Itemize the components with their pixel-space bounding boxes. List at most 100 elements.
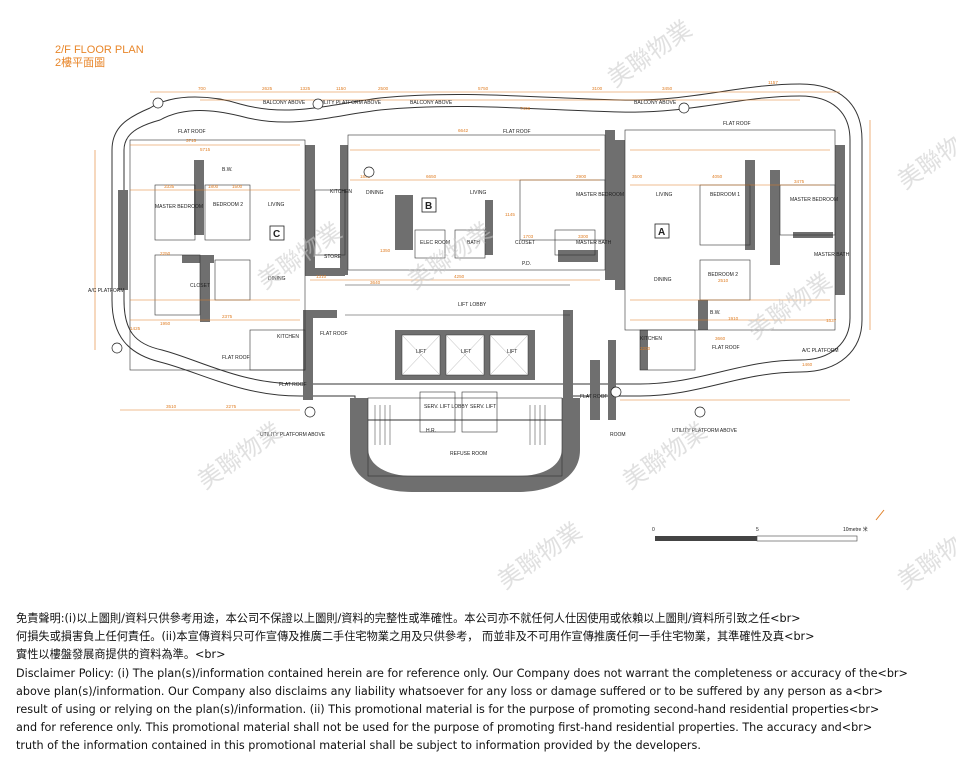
unit-b-label: B bbox=[425, 201, 432, 212]
serv-lift-lobby-label: SERV. LIFT LOBBY bbox=[424, 404, 469, 410]
dimension-label: 3500 bbox=[632, 174, 643, 179]
dimension-label: 3335 bbox=[164, 184, 175, 189]
dimension-label: 5715 bbox=[200, 147, 211, 152]
dimension-label: 3640 bbox=[370, 280, 381, 285]
disclaimer-line: above plan(s)/information. Our Company a… bbox=[16, 684, 883, 698]
bedroom-1-label: BEDROOM 1 bbox=[710, 192, 740, 198]
floor-plan-title-en: 2/F FLOOR PLAN bbox=[55, 44, 144, 56]
dimension-label: 3450 bbox=[662, 86, 673, 91]
watermark-text: 美聯物業 bbox=[742, 267, 837, 345]
utility-platform-above-label: UTILITY PLATFORM ABOVE bbox=[260, 432, 326, 438]
dimension-label: 3510 bbox=[166, 404, 177, 409]
room-label: ROOM bbox=[610, 432, 626, 438]
living-label: LIVING bbox=[268, 202, 285, 208]
room-partitions bbox=[129, 129, 836, 433]
north-arrow-icon bbox=[875, 509, 885, 521]
store-label: STORE bbox=[324, 254, 342, 260]
lift-label: LIFT bbox=[461, 349, 471, 355]
flat-roof-label: FLAT ROOF bbox=[279, 382, 307, 388]
closet-label: CLOSET bbox=[190, 283, 210, 289]
elec-room-label: ELEC ROOM bbox=[420, 240, 450, 246]
dimension-label: 3475 bbox=[794, 179, 805, 184]
dining-label: DINING bbox=[366, 190, 384, 196]
dimension-label: 700 bbox=[198, 86, 206, 91]
section-markers bbox=[111, 97, 706, 418]
room-labels: FLAT ROOF FLAT ROOF FLAT ROOF FLAT ROOF … bbox=[88, 100, 850, 457]
flat-roof-label: FLAT ROOF bbox=[320, 331, 348, 337]
watermark-text: 美聯物業 bbox=[892, 117, 956, 195]
bw-label: B.W. bbox=[222, 167, 233, 173]
unit-c-label: C bbox=[273, 229, 280, 240]
utility-platform-above-label: UTILITY PLATFORM ABOVE bbox=[316, 100, 382, 106]
refuse-room-label: REFUSE ROOM bbox=[450, 451, 487, 457]
watermark-text: 美聯物業 bbox=[492, 517, 587, 595]
dimension-label: 7498 bbox=[520, 106, 531, 111]
disclaimer-line: and for reference only. This promotional… bbox=[16, 721, 873, 735]
dimension-lines bbox=[94, 91, 871, 411]
watermark-text: 美聯物業 bbox=[192, 417, 287, 495]
dimension-label: 3715 bbox=[186, 138, 197, 143]
dimension-label: 6650 bbox=[426, 174, 437, 179]
floor-plan-title-zh: 2樓平面圖 bbox=[55, 57, 106, 69]
kitchen-label: KITCHEN bbox=[640, 336, 662, 342]
master-bath-label: MASTER BATH bbox=[576, 240, 612, 246]
closet-label: CLOSET bbox=[515, 240, 535, 246]
dimension-label: 1800 bbox=[208, 184, 219, 189]
dimension-label: 2510 bbox=[718, 278, 729, 283]
dimension-label: 2900 bbox=[576, 174, 587, 179]
floor-plan-area: 2/F FLOOR PLAN 2樓平面圖 bbox=[55, 15, 956, 595]
disclaimer-text: 免責聲明:(i)以上圖則/資料只供參考用途，本公司不保證以上圖則/資料的完整性或… bbox=[16, 610, 946, 756]
flat-roof-label: FLAT ROOF bbox=[503, 129, 531, 135]
dimension-labels: 700 2625 1325 1150 2500 5750 3100 3450 1… bbox=[130, 80, 837, 409]
master-bedroom-label: MASTER BEDROOM bbox=[155, 204, 203, 210]
watermark-text: 美聯物業 bbox=[617, 417, 712, 495]
dimension-label: 3660 bbox=[715, 336, 726, 341]
balcony-above-label: BALCONY ABOVE bbox=[263, 100, 306, 106]
flat-roof-label: FLAT ROOF bbox=[178, 129, 206, 135]
interior-walls bbox=[118, 130, 845, 420]
pd-label: P.D. bbox=[522, 261, 531, 267]
flat-roof-label: FLAT ROOF bbox=[580, 394, 608, 400]
lift-label: LIFT bbox=[416, 349, 426, 355]
dimension-label: 1350 bbox=[380, 248, 391, 253]
serv-lift-label: SERV. LIFT bbox=[470, 404, 496, 410]
bath-label: BATH bbox=[467, 240, 480, 246]
building-outline bbox=[111, 83, 863, 421]
dimension-label: 1157 bbox=[768, 80, 778, 85]
dining-label: DINING bbox=[268, 276, 286, 282]
kitchen-label: KITCHEN bbox=[330, 189, 352, 195]
lift-shafts bbox=[395, 330, 535, 380]
balcony-above-label: BALCONY ABOVE bbox=[410, 100, 453, 106]
bedroom-2-label: BEDROOM 2 bbox=[213, 202, 243, 208]
watermarks: 美聯物業 美聯物業 美聯物業 美聯物業 美聯物業 美聯物業 美聯物業 美聯物業 … bbox=[192, 15, 956, 595]
unit-markers: C B A bbox=[269, 197, 670, 241]
scale-tick-0: 0 bbox=[652, 527, 655, 533]
master-bath-label: MASTER BATH bbox=[814, 252, 850, 258]
disclaimer-line: truth of the information contained in th… bbox=[16, 739, 701, 753]
dimension-label: 2625 bbox=[262, 86, 273, 91]
dimension-label: 2375 bbox=[222, 314, 233, 319]
dimension-label: 4050 bbox=[712, 174, 723, 179]
scale-bar: 0 5 10metre 米 bbox=[652, 509, 885, 542]
disclaimer-line: 免責聲明:(i)以上圖則/資料只供參考用途，本公司不保證以上圖則/資料的完整性或… bbox=[16, 612, 801, 625]
floor-plan-title: 2/F FLOOR PLAN 2樓平面圖 bbox=[55, 44, 144, 70]
dimension-label: 1310 bbox=[316, 274, 327, 279]
kitchen-label: KITCHEN bbox=[277, 334, 299, 340]
balcony-above-label: BALCONY ABOVE bbox=[634, 100, 677, 106]
flat-roof-label: FLAT ROOF bbox=[222, 355, 250, 361]
dimension-label: 1425 bbox=[130, 326, 141, 331]
dimension-label: 3100 bbox=[592, 86, 603, 91]
ac-platform-label: A/C PLATFORM bbox=[88, 288, 125, 294]
dimension-label: 2275 bbox=[226, 404, 237, 409]
watermark-text: 美聯物業 bbox=[602, 15, 697, 93]
dimension-label: 5750 bbox=[478, 86, 489, 91]
lift-lobby-label: LIFT LOBBY bbox=[458, 302, 487, 308]
bedroom-2-label: BEDROOM 2 bbox=[708, 272, 738, 278]
disclaimer-line: 何損失或損害負上任何責任。(ii)本宣傳資料只可作宣傳及推廣二手住宅物業之用及只… bbox=[16, 630, 815, 644]
floor-plan-drawing: 700 2625 1325 1150 2500 5750 3100 3450 1… bbox=[88, 15, 956, 595]
unit-a-label: A bbox=[658, 227, 665, 238]
dimension-label: 1325 bbox=[300, 86, 311, 91]
watermark-text: 美聯物業 bbox=[402, 217, 497, 295]
dimension-label: 3300 bbox=[578, 234, 589, 239]
utility-platform-above-label: UTILITY PLATFORM ABOVE bbox=[672, 428, 738, 434]
